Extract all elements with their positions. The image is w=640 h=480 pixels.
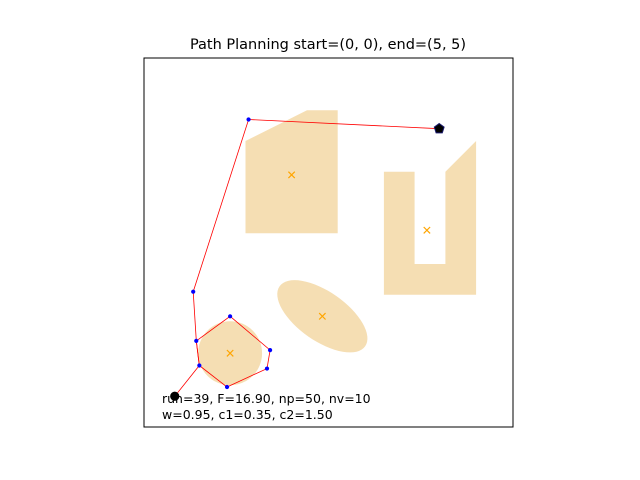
- waypoint-6: [267, 348, 273, 353]
- waypoint-2: [194, 338, 199, 343]
- chart-title: Path Planning start=(0, 0), end=(5, 5): [190, 37, 466, 53]
- waypoint-8: [224, 384, 230, 390]
- info-line-2: w=0.95, c1=0.35, c2=1.50: [162, 407, 333, 422]
- centroid-marker-3: [318, 312, 326, 320]
- obstacle-1: [245, 110, 338, 234]
- waypoint-1: [197, 363, 202, 368]
- waypoint-7: [264, 366, 270, 371]
- centroid-marker-1: [287, 171, 296, 179]
- path-line: [174, 119, 440, 397]
- obstacle-2: [383, 141, 477, 295]
- start-point: [170, 391, 180, 401]
- plot-area: [170, 110, 477, 401]
- centroid-marker-2: [423, 226, 431, 234]
- waypoint-4: [246, 117, 251, 122]
- end-point: [433, 122, 445, 134]
- axes-frame: [143, 57, 514, 428]
- centroid-marker-4: [226, 349, 234, 357]
- waypoint-3: [191, 289, 196, 294]
- info-line-1: run=39, F=16.90, np=50, nv=10: [162, 391, 371, 406]
- waypoint-5: [228, 314, 233, 319]
